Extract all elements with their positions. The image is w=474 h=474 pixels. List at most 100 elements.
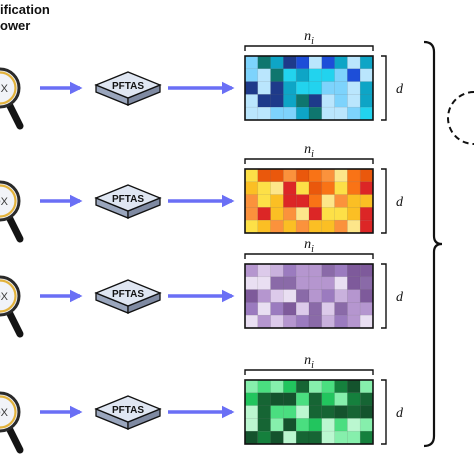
magnifier-rim <box>0 395 17 429</box>
feature-cell <box>257 94 271 108</box>
width-label: ni <box>304 353 314 371</box>
feature-cell <box>359 168 374 183</box>
height-bracket <box>381 379 387 445</box>
feature-cell <box>295 94 310 108</box>
feature-cell <box>283 276 297 290</box>
feature-cell <box>308 314 323 329</box>
feature-cell <box>295 194 310 208</box>
feature-cell <box>321 194 335 208</box>
feature-cell <box>308 55 323 70</box>
feature-cell <box>283 314 297 329</box>
feature-cell <box>257 263 271 278</box>
feature-cell <box>257 379 271 394</box>
feature-cell <box>308 418 323 432</box>
magnification-label: 0X <box>0 291 9 303</box>
feature-cell <box>270 219 284 234</box>
width-bracket <box>244 158 374 164</box>
height-bracket <box>381 55 387 121</box>
feature-cell <box>359 94 374 108</box>
feature-matrix <box>244 55 374 121</box>
feature-cell <box>321 418 335 432</box>
magnifier-handle <box>4 422 24 454</box>
feature-cell <box>308 94 323 108</box>
feature-cell <box>308 168 323 183</box>
feature-cell <box>244 276 259 290</box>
feature-cell <box>270 392 284 406</box>
feature-cell <box>347 418 361 432</box>
extractor-box-top <box>94 184 162 212</box>
feature-cell <box>308 81 323 95</box>
feature-cell <box>244 392 259 406</box>
feature-cell <box>308 289 323 303</box>
feature-cell <box>257 314 271 329</box>
feature-cell <box>244 94 259 108</box>
feature-cell <box>257 168 271 183</box>
feature-cell <box>295 68 310 82</box>
height-label: d <box>396 195 404 210</box>
feature-cell <box>334 302 348 316</box>
feature-cell <box>244 168 259 183</box>
feature-cell <box>257 430 271 445</box>
feature-cell <box>308 207 323 221</box>
feature-cell <box>359 181 374 195</box>
feature-cell <box>359 207 374 221</box>
magnifier-handle <box>4 306 24 338</box>
feature-cell <box>347 430 361 445</box>
width-bracket <box>244 253 374 259</box>
feature-cell <box>347 55 361 70</box>
feature-cell <box>321 81 335 95</box>
feature-cell <box>347 94 361 108</box>
feature-cell <box>283 430 297 445</box>
feature-cell <box>257 81 271 95</box>
feature-cell <box>347 276 361 290</box>
feature-cell <box>270 106 284 121</box>
group-brace <box>423 40 443 448</box>
feature-cell <box>347 168 361 183</box>
feature-cell <box>359 405 374 419</box>
feature-cell <box>321 263 335 278</box>
feature-cell <box>321 392 335 406</box>
feature-cell <box>283 302 297 316</box>
feature-cell <box>321 207 335 221</box>
feature-cell <box>347 219 361 234</box>
feature-cell <box>244 181 259 195</box>
feature-cell <box>334 314 348 329</box>
feature-cell <box>321 181 335 195</box>
feature-cell <box>308 181 323 195</box>
feature-cell <box>257 302 271 316</box>
feature-cell <box>321 219 335 234</box>
feature-cell <box>308 263 323 278</box>
extractor-box-top <box>94 395 162 423</box>
feature-cell <box>270 94 284 108</box>
feature-cell <box>295 263 310 278</box>
feature-cell <box>347 106 361 121</box>
feature-cell <box>359 430 374 445</box>
feature-cell <box>283 68 297 82</box>
feature-cell <box>359 276 374 290</box>
feature-cell <box>334 430 348 445</box>
pipeline-row: 0XPFTASnid <box>0 353 404 454</box>
magnification-label: 0X <box>0 196 9 208</box>
feature-cell <box>244 405 259 419</box>
feature-cell <box>334 55 348 70</box>
feature-cell <box>257 392 271 406</box>
feature-cell <box>270 430 284 445</box>
feature-cell <box>347 379 361 394</box>
feature-matrix <box>244 168 374 234</box>
feature-cell <box>308 392 323 406</box>
feature-cell <box>321 55 335 70</box>
feature-cell <box>321 430 335 445</box>
feature-cell <box>295 55 310 70</box>
extractor-box-label: PFTAS <box>112 81 144 92</box>
feature-cell <box>347 392 361 406</box>
feature-cell <box>321 276 335 290</box>
feature-cell <box>359 219 374 234</box>
feature-cell <box>270 418 284 432</box>
height-label: d <box>396 82 404 97</box>
feature-matrix <box>244 379 374 445</box>
extractor-box-label: PFTAS <box>112 289 144 300</box>
feature-cell <box>295 392 310 406</box>
feature-cell <box>270 181 284 195</box>
feature-cell <box>244 430 259 445</box>
feature-cell <box>270 55 284 70</box>
